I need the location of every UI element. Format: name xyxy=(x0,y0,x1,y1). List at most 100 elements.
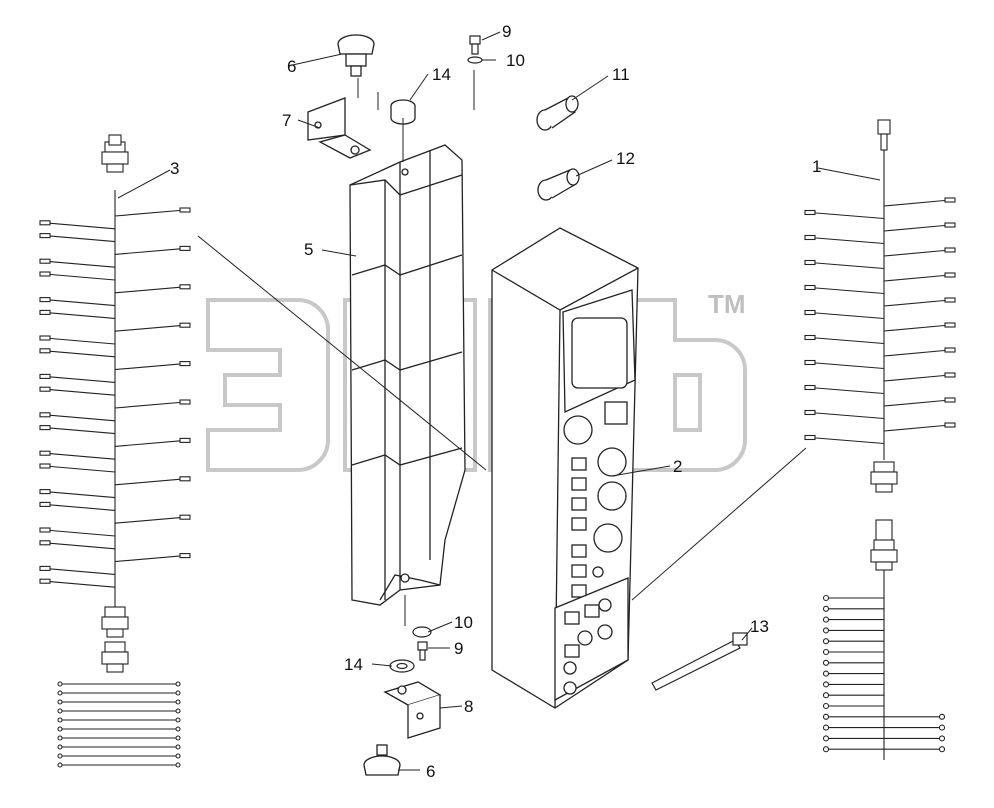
harness-wire xyxy=(44,542,116,550)
wire-terminal xyxy=(804,334,816,341)
callout-6-bottom: 6 xyxy=(426,762,435,781)
harness-wire xyxy=(44,273,116,281)
wire-terminal xyxy=(822,659,830,666)
knob-part-6-top xyxy=(337,34,375,77)
wire-terminal xyxy=(39,489,51,495)
wire-terminal xyxy=(39,233,51,239)
wire-terminal xyxy=(39,527,51,533)
wiring-harness-part-1 xyxy=(804,119,956,760)
wire-terminal xyxy=(179,245,191,251)
callout-6-top: 6 xyxy=(287,57,296,76)
wire-terminal xyxy=(944,197,956,203)
wire-terminal xyxy=(39,463,51,469)
wire-terminal xyxy=(179,361,191,367)
wire-terminal xyxy=(822,724,830,731)
wire-terminal xyxy=(39,540,51,546)
harness-connector xyxy=(106,628,124,638)
wire-terminal xyxy=(39,450,51,456)
harness-connector xyxy=(875,519,893,543)
harness-connector xyxy=(106,663,124,673)
wire-terminal xyxy=(179,284,191,290)
wire-terminal xyxy=(804,209,816,216)
wire-terminal xyxy=(39,412,51,418)
wire-terminal xyxy=(804,434,816,441)
callout-labels: 1 2 3 5 6 6 7 8 9 9 10 10 11 12 13 14 14 xyxy=(170,22,821,781)
wire-terminal xyxy=(39,348,51,354)
harness-wire xyxy=(44,503,116,511)
harness-connector xyxy=(108,134,122,146)
harness-wire xyxy=(883,424,951,432)
wire-terminal xyxy=(179,476,191,482)
wire-terminal xyxy=(804,409,816,416)
wire-terminal xyxy=(175,762,181,768)
wire-terminal xyxy=(39,309,51,315)
harness-wire xyxy=(44,235,116,243)
harness-wire xyxy=(114,363,186,371)
wire-terminal xyxy=(39,425,51,431)
screw-part-9-top xyxy=(467,35,483,64)
wire-terminal xyxy=(175,681,181,687)
wire-terminal xyxy=(57,753,63,759)
harness-wire xyxy=(44,452,116,460)
harness-wire xyxy=(44,350,116,358)
wire-terminal xyxy=(175,735,181,741)
wire-terminal xyxy=(938,746,946,753)
wire-terminal xyxy=(804,259,816,266)
bushing-part-14-bottom xyxy=(389,659,415,673)
harness-wire xyxy=(44,427,116,435)
callout-3: 3 xyxy=(170,159,179,178)
wire-terminal xyxy=(57,726,63,732)
screw-part-9-bottom xyxy=(417,641,428,661)
harness-wire xyxy=(114,439,186,447)
wire-terminal xyxy=(944,247,956,253)
harness-connector xyxy=(101,651,129,665)
harness-wire xyxy=(809,411,885,420)
harness-wire xyxy=(883,199,951,207)
wiring-harness-part-3 xyxy=(39,134,191,768)
wire-terminal xyxy=(804,284,816,291)
harness-wire xyxy=(114,247,186,255)
harness-wire xyxy=(809,386,885,395)
harness-wire xyxy=(809,211,885,220)
callout-12: 12 xyxy=(616,149,635,168)
wire-terminal xyxy=(822,616,830,623)
harness-connector xyxy=(877,119,891,135)
harness-wire xyxy=(44,311,116,319)
harness-connector xyxy=(875,483,893,493)
harness-wire xyxy=(44,414,116,422)
wire-terminal xyxy=(944,272,956,278)
washer-part-10-bottom xyxy=(412,626,432,638)
wire-terminal xyxy=(944,322,956,328)
wire-terminal xyxy=(944,297,956,303)
harness-wire xyxy=(44,299,116,307)
harness-wire xyxy=(809,286,885,295)
harness-wire xyxy=(883,374,951,382)
harness-connector xyxy=(875,561,893,571)
callout-1: 1 xyxy=(812,157,821,176)
wire-terminal xyxy=(57,690,63,696)
wire-terminal xyxy=(175,699,181,705)
wire-terminal xyxy=(179,207,191,213)
instrument-panel-part-2 xyxy=(491,227,639,709)
harness-wire xyxy=(114,209,186,217)
harness-wire xyxy=(883,224,951,232)
knob-part-6-bottom xyxy=(363,744,401,776)
harness-wire xyxy=(809,361,885,370)
wire-terminal xyxy=(57,762,63,768)
harness-wire xyxy=(44,222,116,230)
callout-5: 5 xyxy=(304,240,313,259)
harness-wire xyxy=(44,375,116,383)
harness-wire xyxy=(44,465,116,473)
harness-connector xyxy=(880,133,888,151)
wire-terminal xyxy=(175,744,181,750)
plug-part-11 xyxy=(536,95,579,131)
wire-terminal xyxy=(57,744,63,750)
callout-14-top: 14 xyxy=(432,65,451,84)
wire-terminal xyxy=(39,335,51,341)
wire-terminal xyxy=(57,699,63,705)
wire-terminal xyxy=(179,553,191,559)
harness-wire xyxy=(883,349,951,357)
wire-terminal xyxy=(57,681,63,687)
wire-terminal xyxy=(39,220,51,226)
